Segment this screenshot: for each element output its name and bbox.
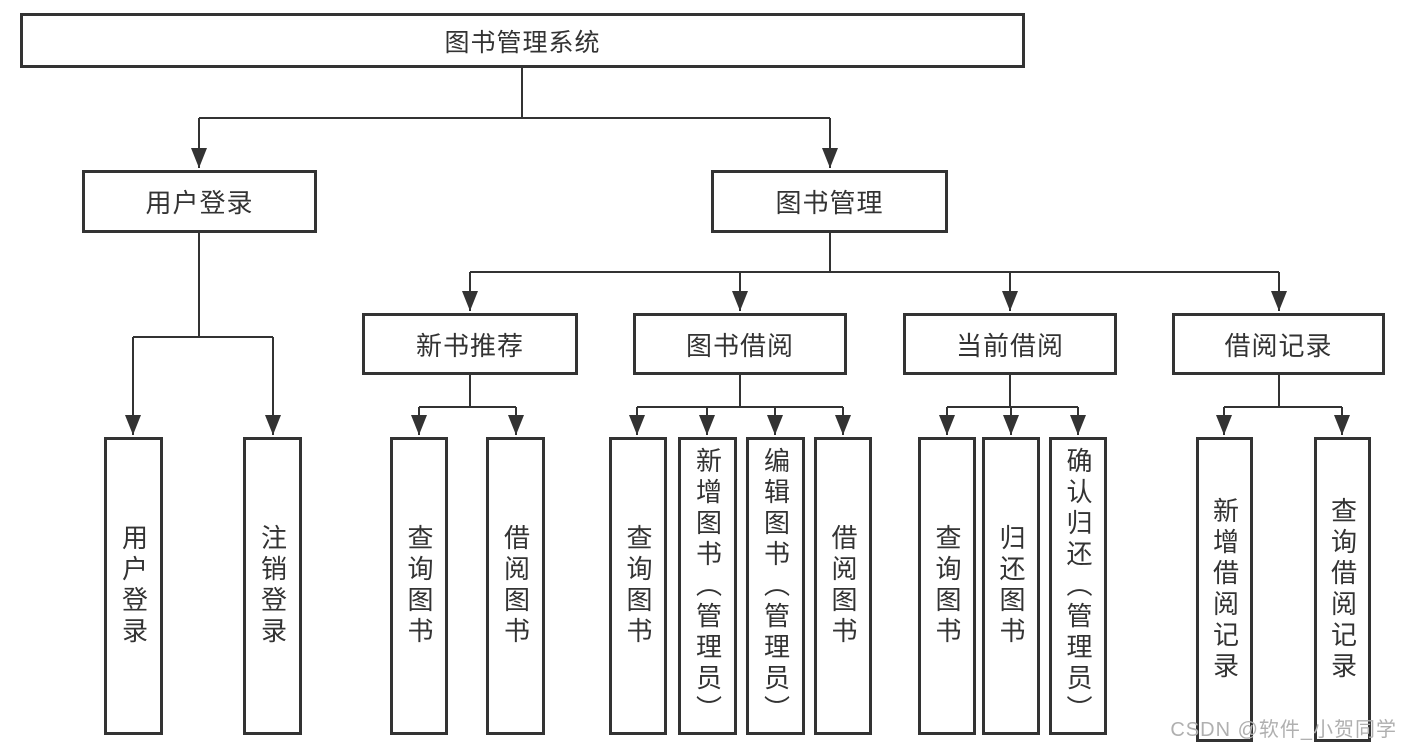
node-label: 借阅图书 xyxy=(828,524,858,648)
node-label: 编辑图书（管理员） xyxy=(760,446,791,726)
node-label: 图书管理系统 xyxy=(444,28,601,57)
leaf-query-books-borrowing: 查询图书 xyxy=(609,437,667,735)
node-label: 注销登录 xyxy=(257,524,288,648)
node-label: 查询图书 xyxy=(404,524,434,648)
leaf-borrow-books-recommend: 借阅图书 xyxy=(486,437,545,735)
node-label: 图书借阅 xyxy=(685,330,794,361)
node-label: 借阅记录 xyxy=(1224,330,1333,361)
node-label: 确认归还（管理员） xyxy=(1063,446,1093,726)
leaf-confirm-return-admin: 确认归还（管理员） xyxy=(1049,437,1107,735)
node-label: 图书管理 xyxy=(775,188,884,218)
node-book-borrowing: 图书借阅 xyxy=(633,313,847,375)
leaf-return-books: 归还图书 xyxy=(982,437,1040,735)
node-current-borrowing: 当前借阅 xyxy=(903,313,1117,375)
node-user-login: 用户登录 xyxy=(82,170,317,233)
node-label: 归还图书 xyxy=(996,524,1026,648)
node-label: 新增图书（管理员） xyxy=(692,446,723,726)
leaf-query-books-current: 查询图书 xyxy=(918,437,976,735)
node-library-management-system: 图书管理系统 xyxy=(20,13,1025,68)
node-label: 当前借阅 xyxy=(955,330,1064,361)
leaf-logout: 注销登录 xyxy=(243,437,302,735)
node-label: 新增借阅记录 xyxy=(1209,496,1240,683)
node-label: 用户登录 xyxy=(145,188,254,218)
node-new-book-recommend: 新书推荐 xyxy=(362,313,578,375)
leaf-edit-books-admin: 编辑图书（管理员） xyxy=(746,437,805,735)
node-book-management: 图书管理 xyxy=(711,170,948,233)
leaf-add-borrow-record: 新增借阅记录 xyxy=(1196,437,1253,742)
node-label: 新书推荐 xyxy=(415,330,524,361)
leaf-query-books-recommend: 查询图书 xyxy=(390,437,448,735)
watermark: CSDN @软件_小贺同学 xyxy=(1170,719,1397,741)
node-label: 查询借阅记录 xyxy=(1327,496,1358,683)
leaf-user-login: 用户登录 xyxy=(104,437,163,735)
node-label: 查询图书 xyxy=(623,524,653,648)
node-label: 查询图书 xyxy=(932,524,962,648)
leaf-add-books-admin: 新增图书（管理员） xyxy=(678,437,737,735)
leaf-borrow-books: 借阅图书 xyxy=(814,437,872,735)
node-borrowing-records: 借阅记录 xyxy=(1172,313,1385,375)
node-label: 用户登录 xyxy=(118,524,149,648)
node-label: 借阅图书 xyxy=(500,524,531,648)
leaf-query-borrow-record: 查询借阅记录 xyxy=(1314,437,1371,742)
